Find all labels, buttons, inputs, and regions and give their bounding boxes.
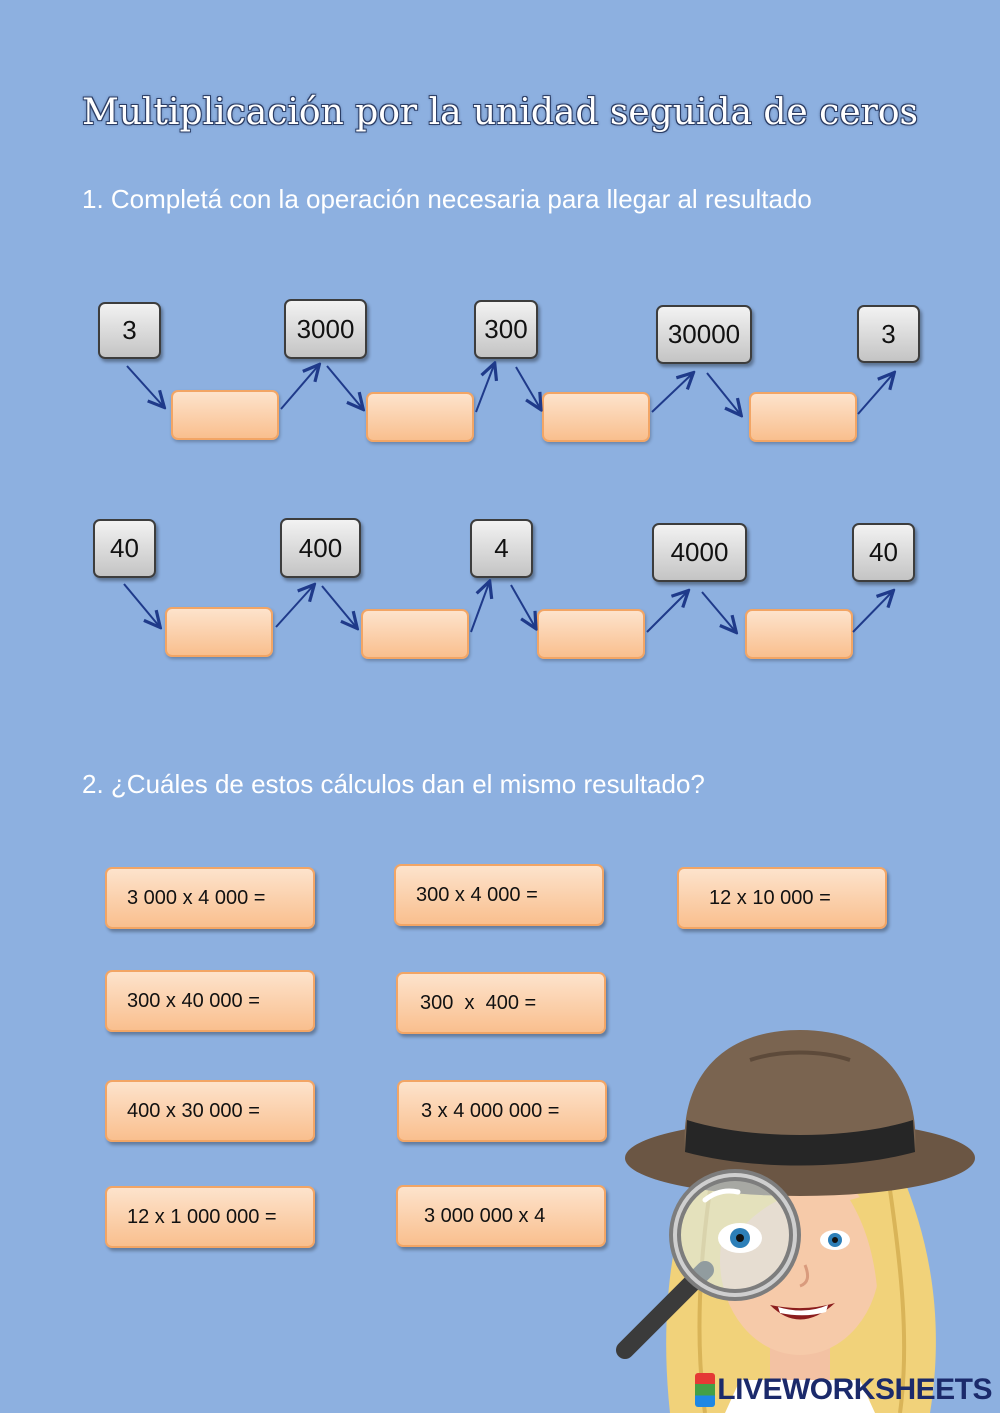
calc-box-6[interactable]: 400 x 30 000 = <box>105 1080 315 1142</box>
chain1-number-5: 3 <box>857 305 920 363</box>
chain2-answer-box-3[interactable] <box>537 609 645 659</box>
arrow-up <box>646 592 687 633</box>
connector-arrows <box>123 0 1000 700</box>
chain2-number-2: 400 <box>280 518 361 578</box>
page-title: Multiplicación por la unidad seguida de … <box>82 92 918 133</box>
chain1-answer-box-4[interactable] <box>749 392 857 442</box>
arrow-down <box>126 365 163 406</box>
arrow-up <box>470 583 489 633</box>
chain1-number-3: 300 <box>474 300 538 359</box>
chain1-number-2: 3000 <box>284 299 367 359</box>
arrow-up <box>651 374 692 413</box>
chain1-number-1: 3 <box>98 302 161 359</box>
calc-box-8[interactable]: 12 x 1 000 000 = <box>105 1186 315 1248</box>
calc-box-5[interactable]: 300 x 400 = <box>396 972 606 1034</box>
instruction-2: 2. ¿Cuáles de estos cálculos dan el mism… <box>82 769 705 799</box>
arrow-down <box>326 365 362 408</box>
arrow-down <box>515 366 540 408</box>
chain2-answer-box-2[interactable] <box>361 609 469 659</box>
liveworksheets-wordmark: LIVEWORKSHEETS <box>717 1373 992 1406</box>
arrow-down <box>510 584 535 627</box>
liveworksheets-badge-icon <box>695 1373 716 1407</box>
chain2-answer-box-4[interactable] <box>745 609 853 659</box>
detective-avatar-illustration <box>616 1030 975 1413</box>
instruction-1: 1. Completá con la operación necesaria p… <box>82 184 812 214</box>
calc-box-4[interactable]: 300 x 40 000 = <box>105 970 315 1032</box>
chain2-answer-box-1[interactable] <box>165 607 273 657</box>
chain1-number-4: 30000 <box>656 305 752 364</box>
chain2-number-1: 40 <box>93 519 156 578</box>
arrow-up <box>475 365 494 413</box>
calc-box-3[interactable]: 12 x 10 000 = <box>677 867 887 929</box>
chain2-number-5: 40 <box>852 523 915 582</box>
calc-box-9[interactable]: 3 000 000 x 4 <box>396 1185 606 1247</box>
calc-box-7[interactable]: 3 x 4 000 000 = <box>397 1080 607 1142</box>
liveworksheets-logo: LIVEWORKSHEETS <box>695 1373 992 1407</box>
chain2-number-4: 4000 <box>652 523 747 582</box>
arrow-down <box>123 583 159 626</box>
arrow-down <box>701 591 735 631</box>
arrow-up <box>275 586 313 628</box>
arrow-down <box>321 585 356 627</box>
chain1-answer-box-2[interactable] <box>366 392 474 442</box>
chain1-answer-box-3[interactable] <box>542 392 650 442</box>
arrow-up <box>280 366 318 410</box>
calc-box-1[interactable]: 3 000 x 4 000 = <box>105 867 315 929</box>
arrow-up <box>852 592 892 633</box>
calc-box-2[interactable]: 300 x 4 000 = <box>394 864 604 926</box>
chain1-answer-box-1[interactable] <box>171 390 279 440</box>
arrow-up <box>857 374 893 415</box>
arrow-down <box>706 372 740 414</box>
chain2-number-3: 4 <box>470 519 533 578</box>
